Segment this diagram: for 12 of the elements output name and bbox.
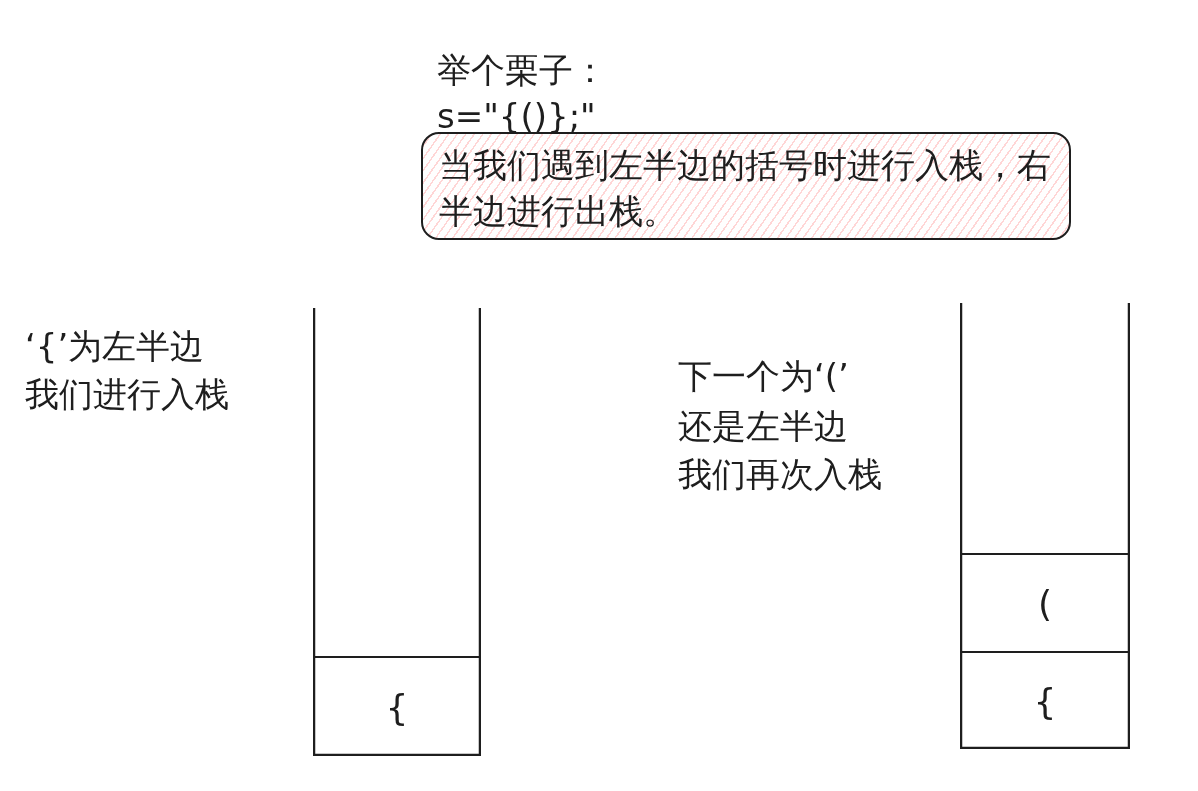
stack-container: [960, 303, 1130, 749]
stack-container: [313, 308, 481, 756]
stack-cell: {: [313, 656, 481, 756]
note-text: ‘{’为左半边: [25, 326, 205, 366]
note-text: 我们再次入栈: [678, 454, 882, 494]
stack-cell: (: [960, 553, 1130, 651]
note-text: 下一个为‘(’: [678, 356, 849, 396]
note-text: 还是左半边: [678, 406, 848, 446]
stack-cell: {: [960, 651, 1130, 749]
note-text: 我们进行入栈: [25, 374, 229, 414]
highlight-box: 当我们遇到左半边的括号时进行入栈，右半边进行出栈。: [421, 132, 1071, 240]
example-heading: 举个栗子：: [437, 50, 607, 90]
